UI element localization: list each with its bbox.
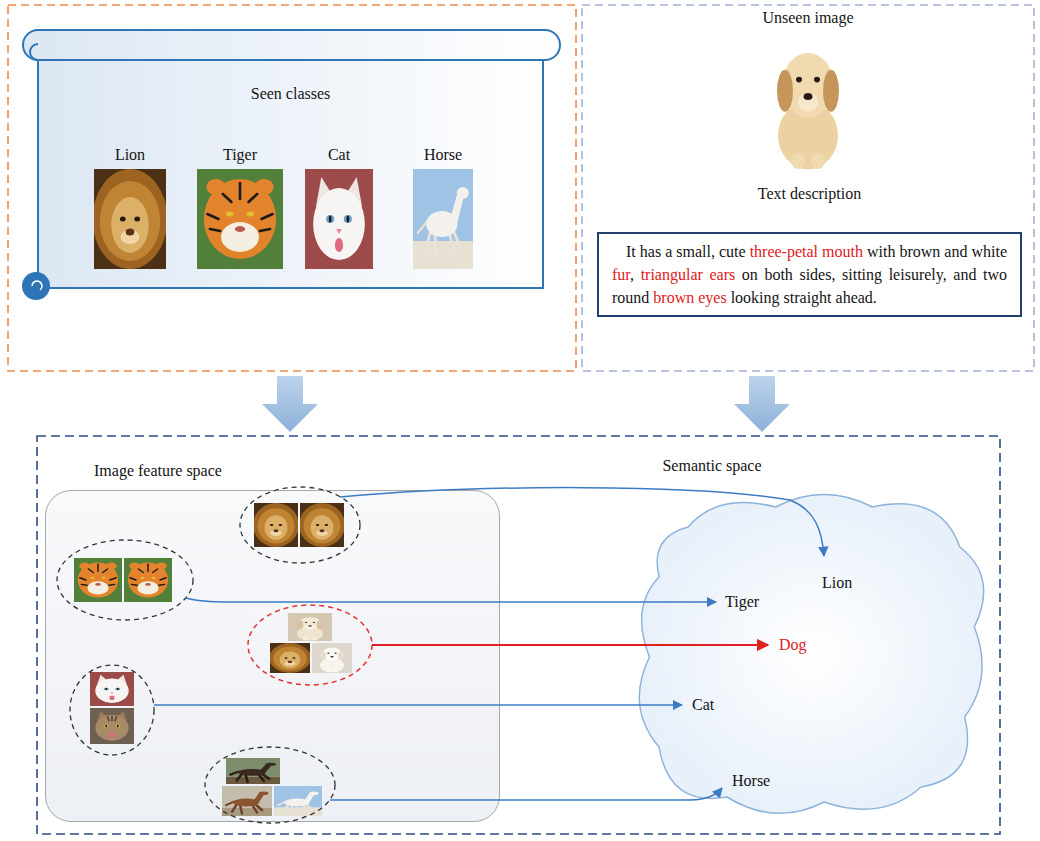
animal-picture [305,169,373,269]
animal-picture [288,613,332,641]
animal-picture [758,32,858,172]
animal-picture [274,786,322,816]
animal-picture [254,503,298,547]
scroll-panel: Seen classesLion Tiger Cat Horse [18,26,563,304]
cluster-thumbnail [222,786,272,816]
semantic-cloud: Semantic space [625,482,1000,827]
mapping-arrow [372,644,768,646]
mapping-frame [37,436,1000,834]
semantic-label: Lion [822,574,852,591]
animal-picture [270,643,310,673]
cluster-ellipse [70,665,154,755]
mapping-arrow [154,704,682,706]
animal-picture [226,758,280,784]
animal-picture [312,643,352,673]
image-label: Cat [328,146,350,163]
keyword: triangular ears [641,266,736,283]
mapping-arrow [340,488,824,556]
text-holder: Image feature space [94,461,222,481]
keyword: brown eyes [653,289,726,306]
animal-picture [74,558,122,602]
description-text: It has a small, cute [626,243,746,260]
description-text: looking straight ahead. [731,289,877,306]
image-label: Horse [424,146,462,163]
text-holder: Horse [732,771,770,791]
cloud-shape [625,482,1000,827]
image-label: Lion [115,146,145,163]
description-body: It has a small, cute three-petal mouth w… [599,234,1020,315]
text-holder: Tiger [197,145,283,165]
cluster-thumbnail [288,613,332,641]
semantic-label: Dog [779,636,807,653]
text-holder: Dog [779,635,807,655]
cluster-thumbnail [269,643,311,673]
text-holder: Unseen image [745,8,871,28]
unseen-image: Unseen image [745,8,871,172]
cluster-thumbnail [274,786,322,816]
text-holder: Text description [599,184,1020,204]
space-heading: Semantic space [662,457,761,474]
down-arrow [262,376,318,432]
keyword: three-petal mouth [750,243,863,260]
cluster-ellipse [248,605,372,685]
photo-illustration [197,169,283,269]
keyword: fur [612,266,630,283]
image-label: Tiger [223,146,257,163]
class-image: Cat [305,145,373,269]
box-heading: Text description [758,185,861,202]
class-image: Horse [413,145,473,269]
text-holder: Seen classes [18,84,563,104]
text-holder: Cat [692,695,714,715]
animal-picture [300,503,344,547]
cluster-thumbnail [90,708,134,744]
mapping-arrow [330,788,722,800]
animal-picture [90,672,134,706]
cluster-thumbnail [90,672,134,706]
cluster-ellipse [240,487,360,563]
animal-picture [124,558,172,602]
description-text: with brown and white [867,243,1007,260]
thumbnail-group [74,503,352,816]
cluster-thumbnail [74,558,122,602]
text-holder: Cat [305,145,373,165]
text-holder: Horse [413,145,473,165]
seen-frame [8,5,576,371]
unseen-frame [582,5,1034,371]
text-description-box: Text descriptionIt has a small, cute thr… [597,232,1022,317]
cluster-thumbnail [299,503,345,547]
text-holder: Lion [822,573,852,593]
cluster-ellipse [57,540,193,620]
animal-picture [90,708,134,744]
semantic-label: Cat [692,696,714,713]
cluster-thumbnail [312,643,352,673]
animal-picture [413,169,473,269]
photo-illustration [413,169,473,269]
text-holder: Semantic space [625,456,799,476]
animal-picture [222,786,272,816]
cluster-thumbnail [226,758,280,784]
semantic-label: Horse [732,772,770,789]
mapping-arrow [186,598,716,602]
text-holder: Tiger [725,592,759,612]
down-arrow [734,376,790,432]
space-heading: Image feature space [94,462,222,479]
image-label: Unseen image [762,9,853,26]
cluster-ellipse [205,747,335,823]
class-image: Tiger [197,145,283,269]
animal-picture [197,169,283,269]
class-image: Lion [94,145,166,269]
cluster-thumbnail [124,558,172,602]
panel-heading: Seen classes [251,85,331,102]
semantic-label: Tiger [725,593,759,610]
cluster-thumbnail [253,503,299,547]
photo-illustration [305,169,373,269]
description-text: , [630,266,634,283]
text-holder: Lion [94,145,166,165]
photo-illustration [745,32,871,172]
animal-picture [94,169,166,269]
photo-illustration [94,169,166,269]
